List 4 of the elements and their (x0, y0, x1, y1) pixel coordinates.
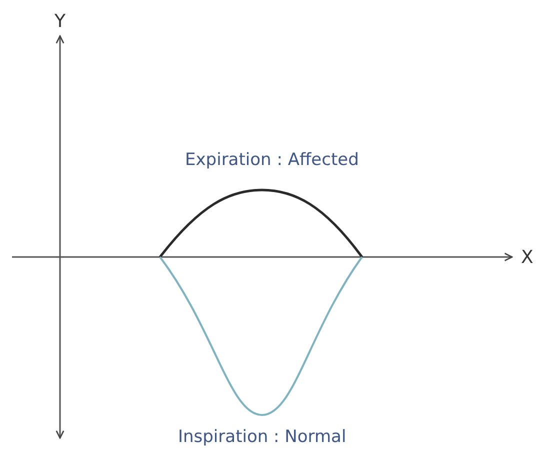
curve-label: Expiration : Affected (185, 150, 359, 170)
curve-label: Inspiration : Normal (178, 427, 346, 447)
axis-label: Y (54, 12, 66, 32)
axis-label: X (521, 248, 534, 268)
